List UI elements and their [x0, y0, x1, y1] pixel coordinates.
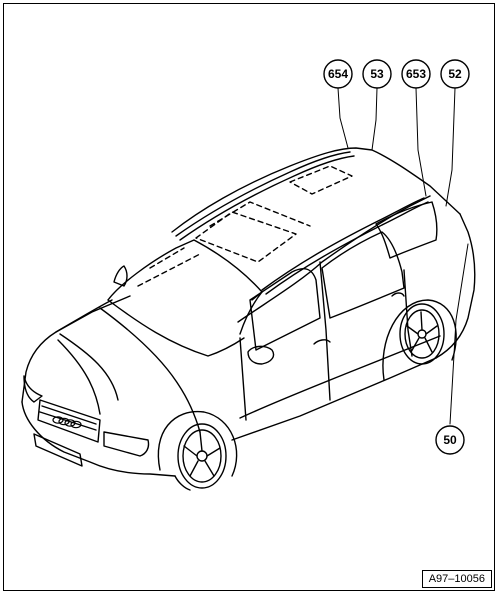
callout-label-50: 50 — [443, 433, 457, 447]
callout-leader-lines — [337, 87, 469, 425]
sunroof-panels — [137, 165, 353, 287]
roof-rails — [175, 151, 429, 295]
car-body-outline — [21, 147, 476, 491]
callout-53: 53 — [362, 59, 392, 89]
callout-label-52: 52 — [448, 67, 462, 81]
side-windows — [249, 201, 438, 351]
callout-label-53: 53 — [370, 67, 384, 81]
hood-lines — [57, 307, 201, 433]
side-mirrors — [113, 265, 275, 365]
front-lights-grille — [23, 375, 150, 467]
callout-label-654: 654 — [328, 67, 348, 81]
figure-id-label: A97–10056 — [421, 570, 492, 588]
rear-wheel — [382, 299, 457, 381]
callout-label-653: 653 — [406, 67, 426, 81]
door-panel-lines — [239, 261, 413, 421]
callout-654: 654 — [323, 59, 353, 89]
front-wheel — [157, 410, 238, 489]
figure-frame — [3, 3, 495, 591]
callout-653: 653 — [401, 59, 431, 89]
callout-50: 50 — [435, 425, 465, 455]
callout-52: 52 — [440, 59, 470, 89]
audi-rings-logo — [52, 416, 82, 429]
